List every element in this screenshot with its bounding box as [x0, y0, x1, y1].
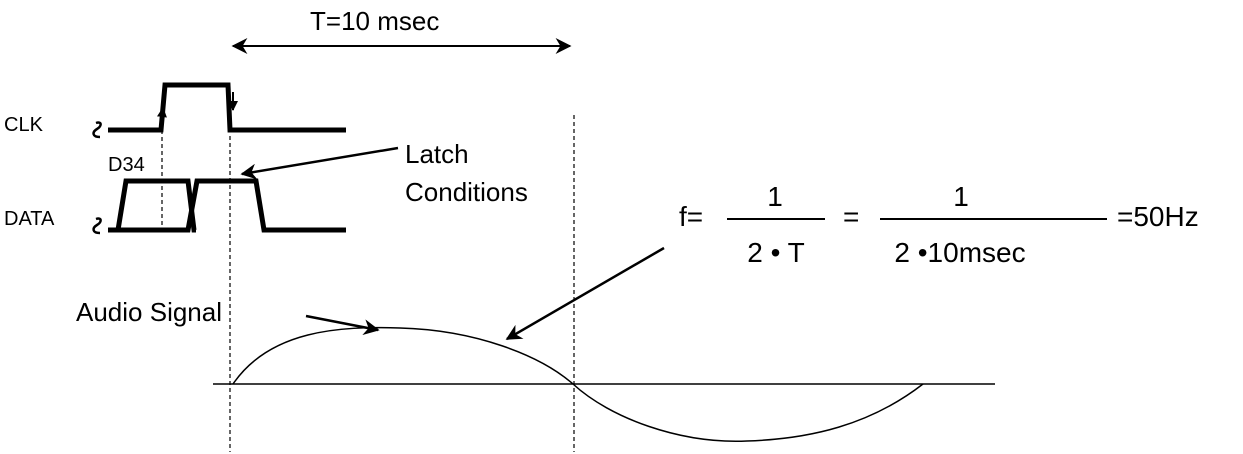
d34-label: D34: [108, 154, 145, 176]
data-label: DATA: [4, 208, 55, 230]
latch-label-line2: Conditions: [405, 177, 528, 207]
formula-numerator-1: 1: [767, 181, 783, 212]
period-label: T=10 msec: [310, 6, 439, 36]
data-break-mark: [92, 217, 102, 235]
latch-pointer-arrow: [240, 146, 399, 180]
clk-waveform: [108, 82, 346, 133]
formula-numerator-2: 1: [953, 181, 969, 212]
formula-equals: =: [843, 201, 859, 232]
formula-denominator-2: 2 •10msec: [894, 237, 1025, 268]
frequency-pointer-arrow: [505, 246, 665, 341]
clk-rising-arrow: [156, 107, 167, 126]
data-waveform-low-high: [108, 178, 197, 233]
formula-result: =50Hz: [1117, 201, 1199, 232]
clk-break-mark: [92, 121, 102, 139]
clk-label: CLK: [4, 114, 44, 136]
latch-label-line1: Latch: [405, 139, 469, 169]
formula-lhs: f=: [679, 201, 703, 232]
audio-sine-wave: [232, 326, 924, 442]
audio-signal-label: Audio Signal: [76, 297, 222, 327]
data-waveform-high-low: [118, 178, 346, 233]
formula-denominator-1: 2 • T: [747, 237, 805, 268]
